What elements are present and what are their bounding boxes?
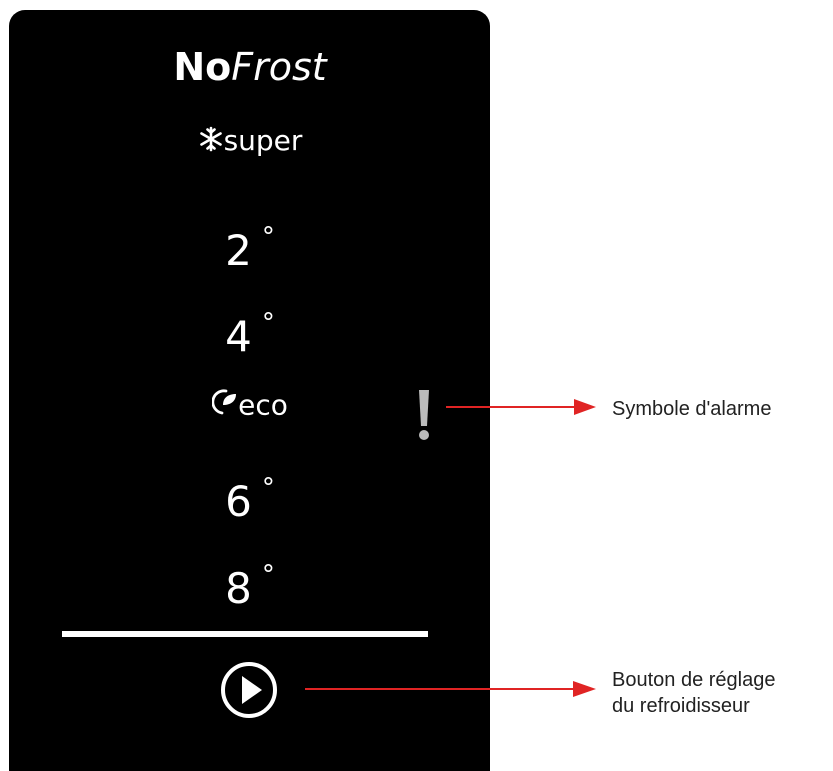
degree-symbol: ° xyxy=(261,560,275,590)
super-label: super xyxy=(223,124,303,157)
callout-line: du refroidisseur xyxy=(612,695,750,717)
temp-level-2: 2° xyxy=(0,224,500,272)
temp-value: 4 xyxy=(225,312,252,361)
button-callout-arrow xyxy=(305,680,598,705)
play-circle-icon xyxy=(220,662,278,723)
temp-level-8: 8° xyxy=(0,562,500,610)
temp-level-6: 6° xyxy=(0,475,500,523)
alarm-callout-arrow xyxy=(446,397,598,422)
exclamation-icon xyxy=(416,388,432,447)
nofrost-logo: NoFrost xyxy=(0,48,500,86)
snowflake-icon xyxy=(198,126,224,156)
callout-line: Bouton de réglage xyxy=(612,669,776,691)
degree-symbol: ° xyxy=(261,473,275,503)
eco-mode-indicator: eco xyxy=(0,387,500,423)
degree-symbol: ° xyxy=(261,308,275,338)
brand-italic: Frost xyxy=(231,45,327,89)
brand-bold: No xyxy=(173,45,232,89)
eco-leaf-icon xyxy=(211,387,238,423)
temp-value: 8 xyxy=(225,564,252,613)
cooler-adjust-button[interactable] xyxy=(220,661,278,724)
temp-value: 6 xyxy=(225,477,252,526)
super-mode-indicator: super xyxy=(0,124,500,157)
alarm-callout-label: Symbole d'alarme xyxy=(612,398,772,420)
divider-line xyxy=(62,631,428,637)
cooler-button-callout-label: Bouton de réglage du refroidisseur xyxy=(612,667,775,719)
eco-label: eco xyxy=(238,388,288,422)
degree-symbol: ° xyxy=(261,222,275,252)
temp-value: 2 xyxy=(225,226,252,275)
temp-level-4: 4° xyxy=(0,310,500,358)
fridge-control-panel xyxy=(9,10,490,771)
